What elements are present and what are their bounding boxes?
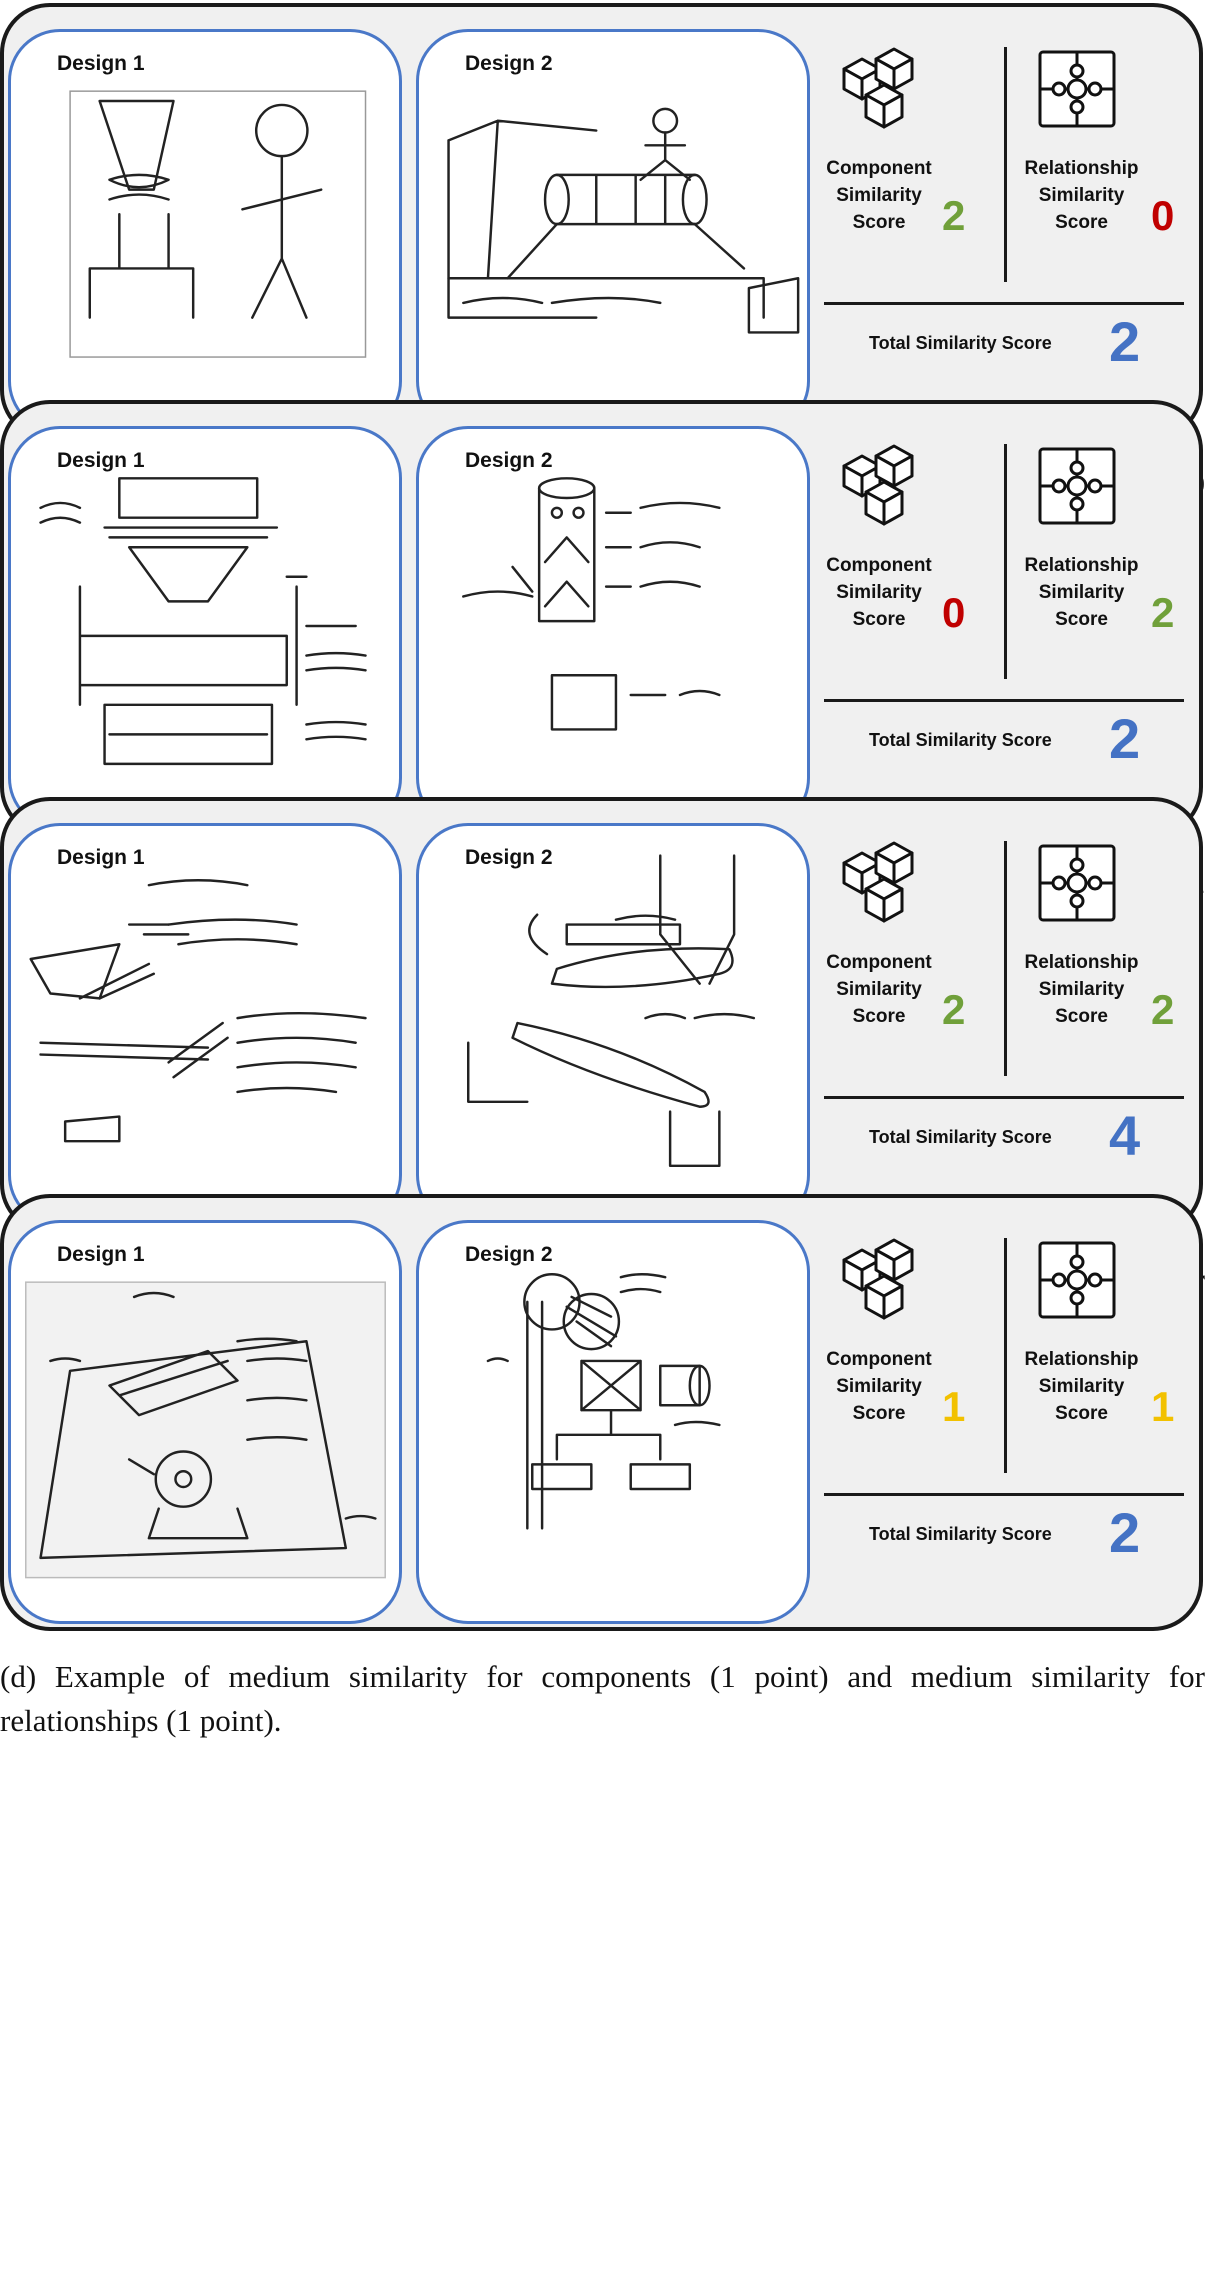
- component-label-line: Score: [852, 1403, 906, 1424]
- design-1-title: Design 1: [57, 449, 145, 472]
- total-similarity-score: 2: [1109, 310, 1141, 373]
- total-similarity-score: 4: [1109, 1104, 1141, 1167]
- design-2-card: Design 2: [416, 29, 810, 433]
- design-sketch: [486, 1273, 721, 1530]
- divider-horizontal: [824, 1493, 1184, 1496]
- component-label-line: Component: [826, 952, 932, 973]
- component-label-line: Similarity: [836, 1376, 922, 1397]
- relationship-score: 0: [1151, 192, 1175, 239]
- relationship-label-line: Similarity: [1038, 185, 1125, 206]
- relationship-label-line: Score: [1055, 1006, 1108, 1027]
- design-sketch: [29, 879, 367, 1143]
- relationship-score: 2: [1151, 589, 1175, 636]
- component-score: 2: [942, 986, 966, 1033]
- caption-d: (d) Example of medium similarity for com…: [0, 1659, 1205, 1738]
- design-2-title: Design 2: [465, 52, 553, 75]
- relationship-label-line: Relationship: [1024, 555, 1139, 576]
- design-2-title: Design 2: [465, 449, 553, 472]
- design-2-card: Design 2: [416, 426, 810, 830]
- component-score: 1: [942, 1383, 966, 1430]
- total-similarity-label: Total Similarity Score: [869, 333, 1052, 353]
- total-similarity-score: 2: [1109, 1501, 1141, 1564]
- component-label-line: Similarity: [836, 582, 922, 603]
- divider-horizontal: [824, 302, 1184, 305]
- component-score: 0: [942, 589, 966, 636]
- design-2-title: Design 2: [465, 846, 553, 869]
- component-label-line: Similarity: [836, 185, 922, 206]
- design-1-title: Design 1: [57, 846, 145, 869]
- total-similarity-label: Total Similarity Score: [869, 1127, 1052, 1147]
- relationship-label-line: Score: [1055, 212, 1108, 233]
- design-1-card: Design 1: [8, 29, 402, 433]
- design-2-card: Design 2: [416, 823, 810, 1227]
- relationship-label-line: Relationship: [1024, 1349, 1139, 1370]
- component-label-line: Score: [852, 609, 906, 630]
- relationship-label-line: Relationship: [1024, 158, 1139, 179]
- divider-vertical: [1004, 444, 1007, 679]
- relationship-label-line: Score: [1055, 1403, 1108, 1424]
- design-sketch: [25, 1281, 386, 1579]
- design-1-card: Design 1: [8, 426, 402, 830]
- puzzle-icon: [1037, 446, 1117, 531]
- component-label-line: Component: [826, 555, 932, 576]
- component-label-line: Score: [852, 212, 906, 233]
- design-sketch: [39, 477, 367, 766]
- puzzle-icon: [1037, 49, 1117, 134]
- divider-horizontal: [824, 1096, 1184, 1099]
- component-label-line: Component: [826, 1349, 932, 1370]
- design-2-title: Design 2: [465, 1243, 553, 1266]
- cubes-icon: [838, 47, 918, 136]
- design-2-card: Design 2: [416, 1220, 810, 1624]
- component-label-line: Similarity: [836, 979, 922, 1000]
- cubes-icon: [838, 1238, 918, 1327]
- divider-vertical: [1004, 1238, 1007, 1473]
- relationship-label-line: Similarity: [1038, 1376, 1125, 1397]
- puzzle-icon: [1037, 1240, 1117, 1325]
- relationship-label-line: Similarity: [1038, 582, 1125, 603]
- design-1-card: Design 1: [8, 823, 402, 1227]
- relationship-label-line: Score: [1055, 609, 1108, 630]
- component-score: 2: [942, 192, 966, 239]
- relationship-label-line: Similarity: [1038, 979, 1125, 1000]
- design-1-title: Design 1: [57, 52, 145, 75]
- component-label-line: Component: [826, 158, 932, 179]
- total-similarity-score: 2: [1109, 707, 1141, 770]
- component-label-line: Score: [852, 1006, 906, 1027]
- total-similarity-label: Total Similarity Score: [869, 730, 1052, 750]
- divider-horizontal: [824, 699, 1184, 702]
- puzzle-icon: [1037, 843, 1117, 928]
- design-sketch: [447, 107, 800, 334]
- divider-vertical: [1004, 841, 1007, 1076]
- design-sketch: [467, 854, 756, 1168]
- cubes-icon: [838, 444, 918, 533]
- relationship-score: 2: [1151, 986, 1175, 1033]
- relationship-score: 1: [1151, 1383, 1175, 1430]
- design-sketch: [69, 90, 367, 358]
- design-1-card: Design 1: [8, 1220, 402, 1624]
- total-similarity-label: Total Similarity Score: [869, 1524, 1052, 1544]
- cubes-icon: [838, 841, 918, 930]
- design-1-title: Design 1: [57, 1243, 145, 1266]
- design-sketch: [462, 477, 721, 731]
- relationship-label-line: Relationship: [1024, 952, 1139, 973]
- divider-vertical: [1004, 47, 1007, 282]
